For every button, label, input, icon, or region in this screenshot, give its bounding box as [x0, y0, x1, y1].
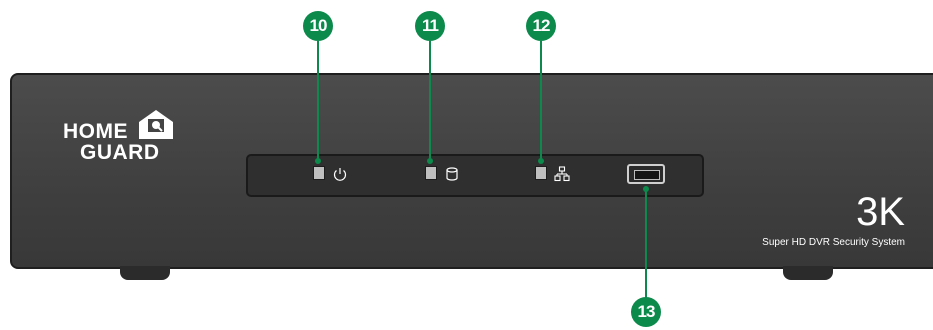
hdd-icon [446, 167, 458, 181]
callout-13-badge: 13 [631, 297, 661, 327]
callout-12-line [540, 41, 542, 161]
callout-11-dot [427, 158, 433, 164]
usb-port-icon [627, 164, 665, 184]
model-resolution: 3K [856, 190, 905, 234]
logo-line-1: HOME [63, 120, 128, 143]
network-icon [554, 166, 570, 182]
callout-12-badge: 12 [526, 11, 556, 41]
callout-11-badge: 11 [415, 11, 445, 41]
callout-11-line [429, 41, 431, 161]
power-icon [333, 168, 347, 181]
hdd-led [425, 166, 437, 180]
callout-10-line [317, 41, 319, 161]
callout-13-line [645, 188, 647, 298]
power-led [313, 166, 325, 180]
usb-port-slot [634, 170, 660, 180]
callout-12-dot [538, 158, 544, 164]
device-foot-right [783, 266, 833, 280]
model-description: Super HD DVR Security System [762, 237, 905, 248]
callout-10-dot [315, 158, 321, 164]
device-foot-left [120, 266, 170, 280]
logo-line-2: GUARD [80, 141, 160, 164]
callout-10-badge: 10 [303, 11, 333, 41]
house-logo-icon [139, 110, 173, 139]
network-led [535, 166, 547, 180]
